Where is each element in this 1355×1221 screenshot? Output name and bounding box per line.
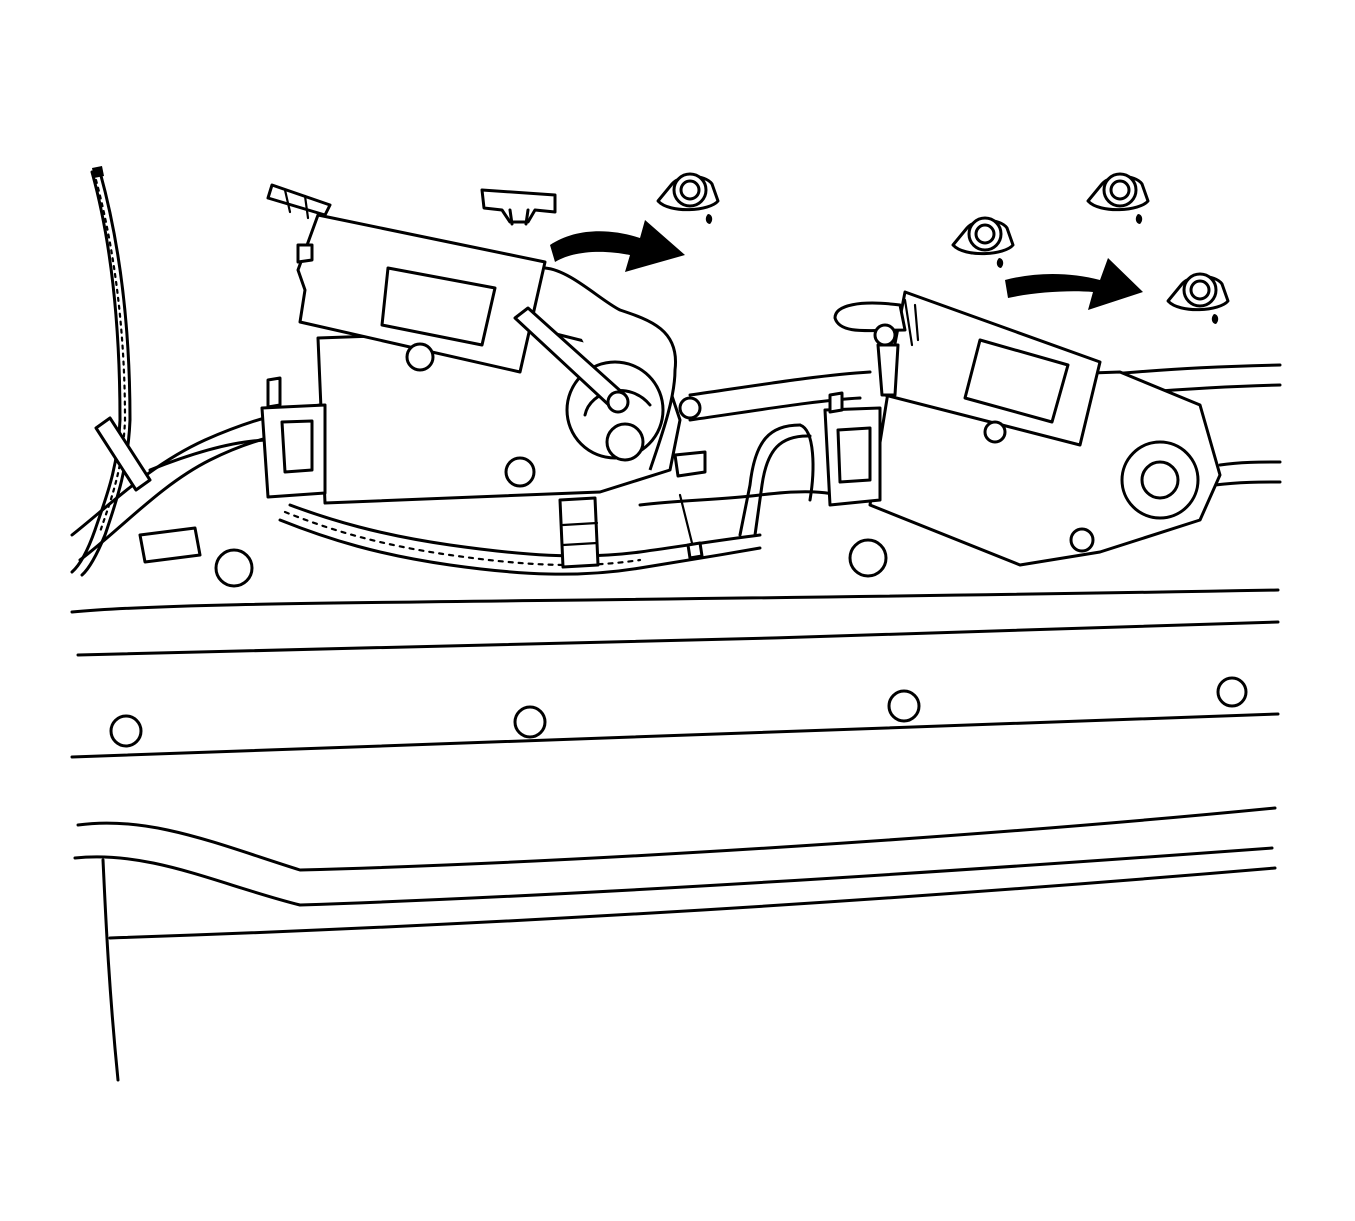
grommet-icon bbox=[951, 216, 1015, 268]
retainer-clip-icon bbox=[480, 188, 557, 226]
grommet-fasteners bbox=[656, 172, 1230, 324]
grommet-icon bbox=[1086, 172, 1150, 224]
wiring-harness bbox=[70, 363, 1282, 576]
wiring-harness-vertical bbox=[70, 166, 132, 577]
hole-icon bbox=[214, 548, 254, 588]
panel-structure bbox=[70, 588, 1280, 1082]
hole-icon bbox=[1216, 676, 1248, 708]
actuator-left bbox=[260, 183, 707, 505]
actuator-right bbox=[823, 290, 1222, 578]
actuator-motor-icon bbox=[823, 290, 1222, 578]
grommet-icon bbox=[656, 172, 720, 224]
curved-arrow-right-icon bbox=[550, 220, 685, 272]
mounting-holes bbox=[109, 676, 1248, 748]
hole-icon bbox=[887, 689, 921, 723]
curved-arrow-right-icon bbox=[1005, 258, 1143, 310]
arrow-right bbox=[1005, 258, 1143, 310]
arrow-left bbox=[550, 220, 685, 272]
actuator-motor-icon bbox=[260, 183, 707, 505]
grommet-icon bbox=[1166, 272, 1230, 324]
hole-icon bbox=[513, 705, 547, 739]
hole-icon bbox=[109, 714, 143, 748]
